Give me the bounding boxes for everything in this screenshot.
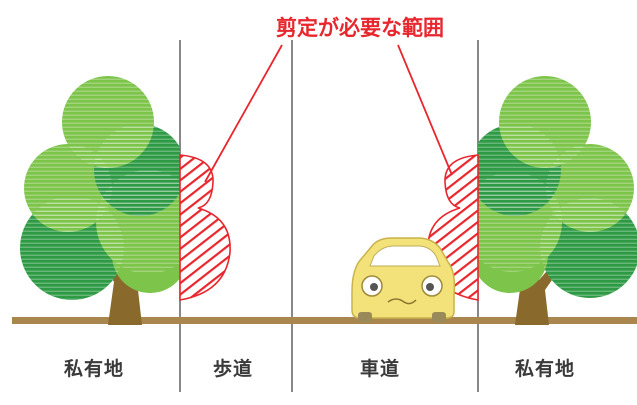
label-left-private-land: 私有地 — [64, 358, 125, 380]
label-roadway: 車道 — [360, 358, 401, 380]
ground-line — [12, 317, 637, 324]
left-overhang-hatch — [179, 154, 231, 301]
right-tree — [427, 76, 637, 325]
car-icon — [351, 237, 456, 322]
pruning-range-callout: 剪定が必要な範囲 — [276, 16, 444, 40]
label-right-private-land: 私有地 — [515, 358, 576, 380]
callout-line-right — [397, 44, 453, 176]
callout-line-left — [204, 44, 283, 183]
left-tree — [20, 76, 231, 325]
label-sidewalk: 歩道 — [213, 358, 254, 380]
